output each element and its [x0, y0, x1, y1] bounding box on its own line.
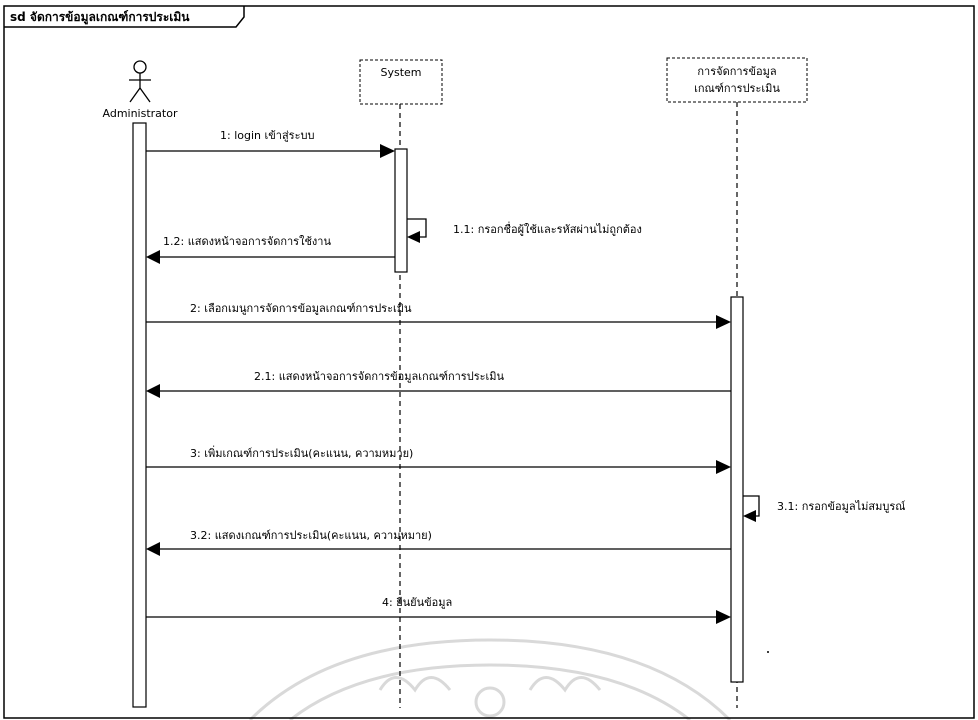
manage-object-label-line1: การจัดการข้อมูล	[697, 65, 776, 78]
message-label-2-1: 2.1: แสดงหน้าจอการจัดการข้อมูลเกณฑ์การปร…	[254, 370, 505, 383]
diagram-frame	[3, 5, 975, 719]
message-label-3: 3: เพิ่มเกณฑ์การประเมิน(คะแนน, ความหมาย)	[190, 445, 413, 460]
actor-administrator-label: Administrator	[103, 107, 178, 120]
message-arrowhead-4	[716, 610, 731, 624]
message-arrowhead-2-1	[146, 384, 160, 398]
message-arrowhead-3-2	[146, 542, 160, 556]
message-arrow-1-1	[407, 218, 427, 238]
manage-object-box	[666, 57, 808, 103]
frame-title: sd จัดการข้อมูลเกณฑ์การประเมิน	[10, 10, 190, 25]
message-label-3-2: 3.2: แสดงเกณฑ์การประเมิน(คะแนน, ความหมาย…	[190, 529, 432, 542]
message-arrowhead-1-2	[146, 250, 160, 264]
message-label-1-2: 1.2: แสดงหน้าจอการจัดการใช้งาน	[163, 235, 331, 248]
message-label-4: 4: ยืนยันข้อมูล	[382, 596, 452, 609]
actor-administrator	[129, 60, 151, 103]
message-arrowhead-3	[716, 460, 731, 474]
watermark-seal	[248, 638, 732, 720]
system-object-label: System	[380, 66, 421, 79]
message-label-2: 2: เลือกเมนูการจัดการข้อมูลเกณฑ์การประเม…	[190, 302, 412, 315]
message-label-1: 1: login เข้าสู่ระบบ	[220, 129, 314, 142]
message-arrowhead-1	[380, 144, 395, 158]
message-label-1-1: 1.1: กรอกชื่อผู้ใช้และรหัสผ่านไม่ถูกต้อง	[453, 221, 642, 236]
manage-activation-bar	[730, 296, 744, 683]
message-arrowhead-2	[716, 315, 731, 329]
system-activation-bar	[394, 148, 408, 273]
message-arrowhead-3-1	[743, 510, 756, 522]
administrator-activation-bar	[132, 122, 147, 708]
manage-object-label-line2: เกณฑ์การประเมิน	[694, 82, 780, 95]
stray-dot	[767, 651, 769, 653]
message-label-3-1: 3.1: กรอกข้อมูลไม่สมบูรณ์	[777, 500, 906, 513]
system-object-box	[359, 59, 443, 105]
message-arrowhead-1-1	[407, 231, 420, 243]
frame-title-tab	[4, 6, 245, 28]
